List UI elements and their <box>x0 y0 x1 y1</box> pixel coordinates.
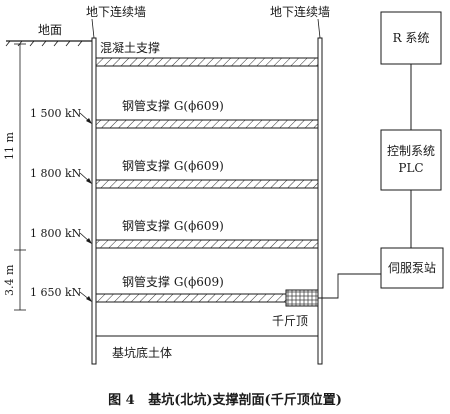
jack-block <box>285 289 319 307</box>
strut-1-label: 混凝土支撑 <box>100 40 160 55</box>
dim-bottom-label: 3.4 m <box>3 264 16 296</box>
plc-box <box>380 129 442 191</box>
plc-label-line2: PLC <box>398 161 423 175</box>
steel-strut-3 <box>95 179 319 189</box>
plc-label-line1: 控制系统 <box>387 144 435 158</box>
jack-label: 千斤顶 <box>272 314 308 328</box>
ground-label: 地面 <box>38 23 62 37</box>
strut-5-label: 钢管支撑 G(ϕ609) <box>122 274 224 289</box>
right-wall-label: 地下连续墙 <box>270 4 330 19</box>
dim-total-label: 11 m <box>3 132 16 160</box>
r-system-label: R 系统 <box>393 31 430 45</box>
strut-3-force: 1 800 kN <box>30 167 82 180</box>
left-wall-label: 地下连续墙 <box>86 4 146 19</box>
strut-4-label: 钢管支撑 G(ϕ609) <box>122 218 224 233</box>
strut-3-label: 钢管支撑 G(ϕ609) <box>122 158 224 173</box>
left-wall-leader <box>91 18 95 39</box>
r-system-box <box>380 11 442 65</box>
strut-5-arrowhead <box>86 296 92 302</box>
ground-hatch <box>5 40 83 47</box>
strut-2-label: 钢管支撑 G(ϕ609) <box>122 98 224 113</box>
strut-2-arrowhead <box>86 118 92 124</box>
strut-2-force: 1 500 kN <box>30 107 82 120</box>
strut-3-arrowhead <box>86 178 92 184</box>
right-wall-leader <box>317 18 321 39</box>
pump-box <box>380 247 444 289</box>
right-diaphragm-wall <box>317 37 323 365</box>
steel-strut-5 <box>95 293 287 303</box>
figure-caption: 图 4 基坑(北坑)支撑剖面(千斤顶位置) <box>108 392 342 408</box>
steel-strut-2 <box>95 119 319 129</box>
strut-5-force: 1 650 kN <box>30 286 82 299</box>
steel-strut-4 <box>95 239 319 249</box>
strut-4-force: 1 800 kN <box>30 227 82 240</box>
left-diaphragm-wall <box>91 37 97 365</box>
strut-4-arrowhead <box>86 238 92 244</box>
concrete-strut <box>95 57 319 67</box>
pit-bottom-label: 基坑底土体 <box>112 345 172 360</box>
pump-label: 伺服泵站 <box>388 261 436 275</box>
pump-to-jack-line <box>318 273 381 299</box>
